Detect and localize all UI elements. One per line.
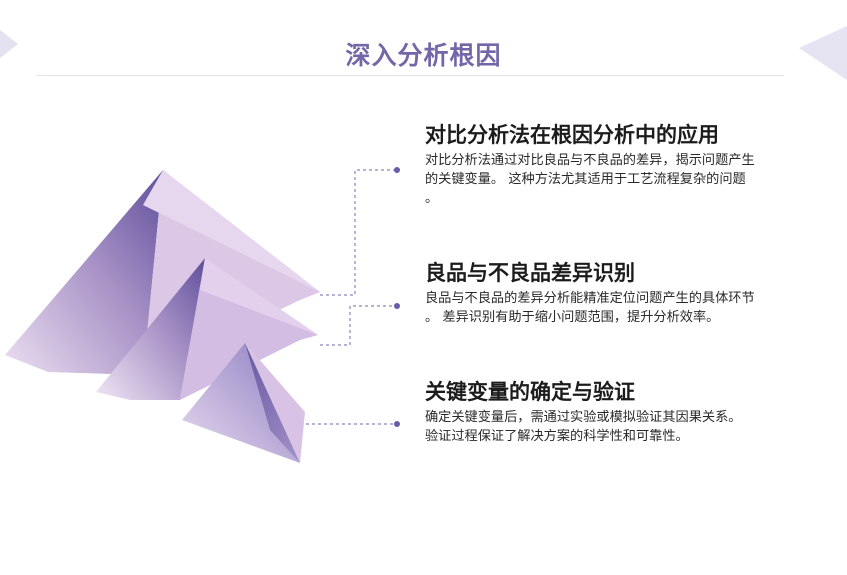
description-line: 。 差异识别有助于缩小问题范围，提升分析效率。: [425, 310, 720, 325]
corner-decoration-right: [799, 26, 847, 80]
point-description: 对比分析法通过对比良品与不良品的差异，揭示问题产生 的关键变量。 这种方法尤其适…: [425, 151, 840, 208]
description-line: 的关键变量。 这种方法尤其适用于工艺流程复杂的问题: [425, 172, 746, 187]
connector-lines: [306, 169, 395, 425]
point-title: 对比分析法在根因分析中的应用: [425, 123, 719, 147]
pyramid-layer-medium: [96, 258, 318, 400]
connector-dots: [394, 167, 400, 427]
point-title: 良品与不良品差异识别: [425, 261, 635, 285]
description-line: 对比分析法通过对比良品与不良品的差异，揭示问题产生: [425, 153, 755, 168]
page-title: 深入分析根因: [345, 41, 502, 70]
title-divider: [36, 75, 784, 76]
description-line: 确定关键变量后，需通过实验或模拟验证其因果关系。: [425, 410, 742, 425]
corner-decoration-left: [0, 30, 18, 58]
description-line: 。: [425, 191, 439, 206]
point-description: 良品与不良品的差异分析能精准定位问题产生的具体环节 。 差异识别有助于缩小问题范…: [425, 289, 840, 327]
pyramid-layer-small: [182, 343, 305, 463]
description-line: 验证过程保证了解决方案的科学性和可靠性。: [425, 429, 689, 444]
point-difference-identification: 良品与不良品差异识别 良品与不良品的差异分析能精准定位问题产生的具体环节 。 差…: [425, 260, 840, 327]
point-comparison-analysis: 对比分析法在根因分析中的应用 对比分析法通过对比良品与不良品的差异，揭示问题产生…: [425, 122, 840, 208]
point-description: 确定关键变量后，需通过实验或模拟验证其因果关系。 验证过程保证了解决方案的科学性…: [425, 408, 840, 446]
description-line: 良品与不良品的差异分析能精准定位问题产生的具体环节: [425, 291, 755, 306]
point-title: 关键变量的确定与验证: [425, 380, 635, 404]
point-key-variable-verification: 关键变量的确定与验证 确定关键变量后，需通过实验或模拟验证其因果关系。 验证过程…: [425, 379, 840, 446]
